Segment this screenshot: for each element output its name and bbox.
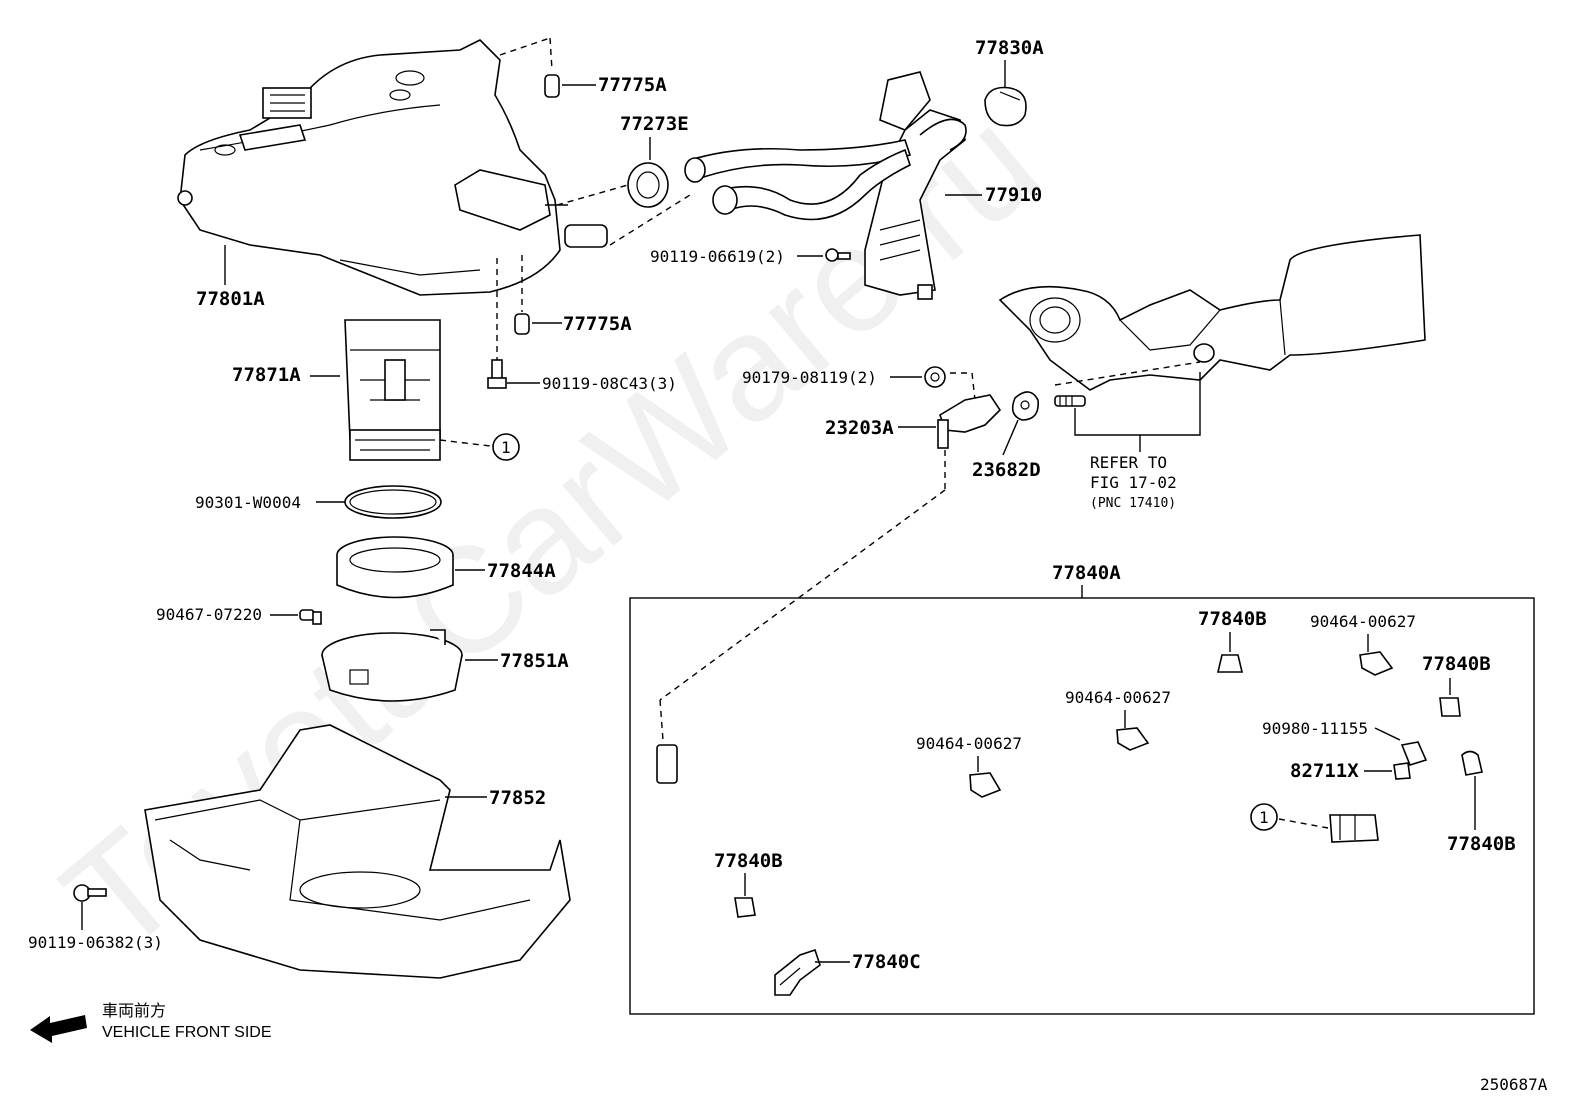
vehicle-front-arrow-icon (30, 1015, 87, 1043)
refer-note-line3: (PNC 17410) (1090, 496, 1176, 511)
connector-90980-11155-drawing (1400, 741, 1428, 766)
fuel-tank-drawing (177, 39, 608, 296)
clip-82711X-drawing (1393, 762, 1411, 780)
label-90467-07220: 90467-07220 (156, 605, 262, 624)
drawing-id: 250687A (1480, 1075, 1548, 1094)
label-90119-08C43: 90119-08C43(3) (542, 374, 677, 393)
label-90301-W0004: 90301-W0004 (195, 493, 301, 512)
bolt-90119-06619-drawing (825, 248, 851, 262)
label-77851A: 77851A (500, 650, 569, 672)
bolt-90119-06382-drawing (73, 884, 107, 902)
label-90119-06619: 90119-06619(2) (650, 247, 785, 266)
clip-77840B-3-drawing (1461, 750, 1483, 776)
tube-assembly-box (629, 597, 1535, 1015)
cap-77830A-drawing (984, 86, 1027, 127)
clip-77840B-2-drawing (1439, 697, 1461, 717)
label-90464-00627-3: 90464-00627 (916, 734, 1022, 753)
clamp-90464-00627-1-drawing (1359, 651, 1394, 676)
clip-77775A-bottom-drawing (514, 313, 530, 335)
pump-bracket-77871A-drawing (344, 319, 441, 461)
grommet-77273E-drawing (627, 162, 669, 208)
ring-nut-77844A-drawing (336, 536, 454, 599)
direction-japanese: 車両前方 (102, 1002, 166, 1020)
label-77840C: 77840C (852, 951, 921, 973)
label-23203A: 23203A (825, 417, 894, 439)
label-90980-11155: 90980-11155 (1262, 719, 1368, 738)
clip-77775A-top-drawing (544, 74, 560, 98)
gasket-23682D-drawing (1011, 391, 1039, 421)
clip-77840B-4-drawing (734, 897, 756, 918)
bracket-23203A-drawing (937, 394, 1002, 449)
clamp-90464-00627-2-drawing (1116, 727, 1150, 751)
protector-77851A-drawing (321, 629, 463, 702)
clamp-90464-00627-3-drawing (969, 772, 1002, 798)
refer-note-line2: FIG 17-02 (1090, 473, 1177, 492)
label-77775A-top: 77775A (598, 74, 667, 96)
gasket-90301-W0004 (344, 485, 442, 519)
label-77840B-1: 77840B (1198, 608, 1267, 630)
callout-1-bottom (1250, 803, 1278, 831)
direction-english: VEHICLE FRONT SIDE (102, 1024, 272, 1041)
stud-23682D-drawing (1054, 395, 1086, 407)
bolt-90119-08C43-drawing (487, 359, 507, 389)
label-77775A-bottom: 77775A (563, 313, 632, 335)
label-90119-06382: 90119-06382(3) (28, 933, 163, 952)
label-77830A: 77830A (975, 37, 1044, 59)
label-77871A: 77871A (232, 364, 301, 386)
callout-1-top (492, 433, 520, 461)
filler-neck-drawing (998, 234, 1426, 391)
label-77840B-4: 77840B (714, 850, 783, 872)
callout-1-bottom-label: 1 (1259, 808, 1269, 827)
label-82711X: 82711X (1290, 760, 1359, 782)
callout-1-top-label: 1 (501, 438, 511, 457)
label-77273E: 77273E (620, 113, 689, 135)
label-77840A: 77840A (1052, 562, 1121, 584)
label-77910: 77910 (985, 184, 1042, 206)
refer-note-line1: REFER TO (1090, 453, 1167, 472)
label-77840B-2: 77840B (1422, 653, 1491, 675)
clip-77840B-1-drawing (1216, 654, 1244, 673)
clamp-77840C-drawing (774, 948, 821, 996)
label-23682D: 23682D (972, 459, 1041, 481)
nut-90179-08119-drawing (924, 366, 946, 388)
vent-tube-drawing (656, 678, 1444, 937)
filler-pipe-77910-drawing (684, 71, 967, 300)
label-77840B-3: 77840B (1447, 833, 1516, 855)
label-77844A: 77844A (487, 560, 556, 582)
label-77852: 77852 (489, 787, 546, 809)
label-90464-00627-2: 90464-00627 (1065, 688, 1171, 707)
label-90179-08119: 90179-08119(2) (742, 368, 877, 387)
clip-90467-07220-drawing (299, 609, 322, 625)
lower-protector-77852-drawing (144, 724, 571, 979)
label-90464-00627-1: 90464-00627 (1310, 612, 1416, 631)
label-77801A: 77801A (196, 288, 265, 310)
